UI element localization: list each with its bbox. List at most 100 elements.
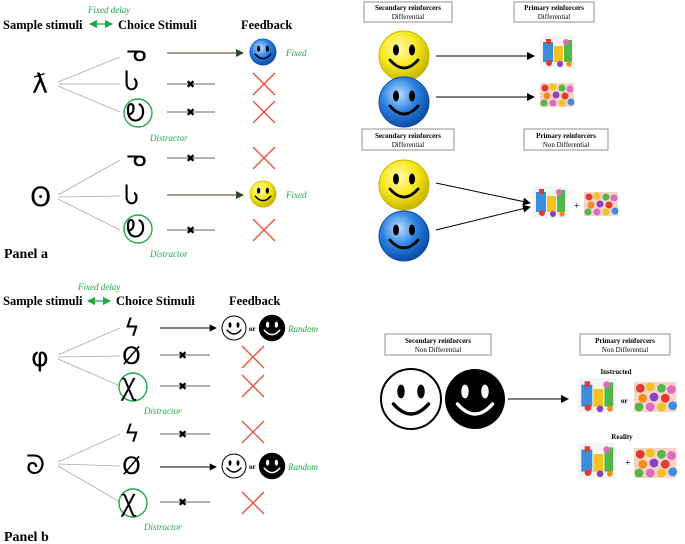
cross-icon: ✖ bbox=[178, 380, 187, 393]
panel-b: Fixed delay Sample stimuli Choice Stimul… bbox=[3, 282, 318, 544]
panel-a-choice-2: Ⴑ bbox=[124, 68, 139, 96]
rb-primary-title: Primary reinforcers bbox=[595, 337, 655, 345]
reinforcer-arrow bbox=[435, 204, 531, 231]
rb-reality-label: Reality bbox=[611, 433, 633, 441]
yellow-smiley-icon bbox=[378, 30, 430, 82]
panel-b-choice-1: ϟ bbox=[124, 314, 140, 342]
fan-line bbox=[57, 56, 121, 83]
white-smiley-icon bbox=[221, 315, 247, 341]
right-top-schema: Secondary reinforcers Differential Prima… bbox=[363, 1, 595, 128]
primary-box bbox=[579, 333, 671, 356]
panel-b-sample-1: φ bbox=[31, 342, 49, 373]
panel-a-feedback-header: Feedback bbox=[241, 18, 292, 32]
toys-image-icon bbox=[533, 186, 567, 218]
distractor-circle bbox=[118, 488, 148, 518]
rt-secondary-sub: Differential bbox=[392, 13, 425, 21]
secondary-box bbox=[361, 128, 455, 151]
red-x-icon bbox=[241, 345, 265, 369]
red-x-icon bbox=[252, 218, 276, 242]
rm-primary-sub: Non Differential bbox=[543, 141, 589, 149]
black-smiley-icon bbox=[258, 452, 286, 480]
primary-box bbox=[513, 1, 595, 23]
right-bottom-schema: Secondary reinforcers Non Differential P… bbox=[380, 333, 678, 479]
distractor-circle bbox=[123, 214, 153, 244]
rt-secondary-title: Secondary reinforcers bbox=[375, 4, 441, 12]
rb-secondary-sub: Non Differential bbox=[415, 346, 461, 354]
reinforcer-arrow bbox=[435, 182, 531, 206]
panel-b-sample-2: ᘐ bbox=[26, 450, 45, 481]
rb-or: or bbox=[621, 397, 628, 405]
black-smiley-icon bbox=[258, 314, 286, 342]
rb-primary-sub: Non Differential bbox=[602, 346, 648, 354]
rt-primary-sub: Differential bbox=[538, 13, 571, 21]
cross-icon: ✖ bbox=[186, 152, 195, 165]
toys-image-icon bbox=[578, 378, 616, 414]
panel-b-choice-4: ϟ bbox=[124, 420, 140, 448]
toys-image-icon bbox=[578, 443, 616, 479]
panel-b-outcome-1: Random bbox=[287, 324, 318, 334]
fan-line bbox=[57, 159, 121, 196]
fan-line bbox=[57, 195, 121, 198]
panel-b-sample-header: Sample stimuli bbox=[3, 294, 83, 308]
panel-a: Fixed delay Sample stimuli Choice Stimul… bbox=[3, 5, 307, 262]
rm-primary-title: Primary reinforcers bbox=[536, 132, 596, 140]
panel-a-label: Panel a bbox=[4, 247, 48, 262]
secondary-box bbox=[384, 333, 492, 356]
rm-plus: + bbox=[574, 201, 580, 212]
panel-b-outcome-2: Random bbox=[287, 462, 318, 472]
candy-image-icon bbox=[634, 448, 678, 478]
panel-a-delay-label: Fixed delay bbox=[87, 5, 130, 15]
cross-icon: ✖ bbox=[186, 106, 195, 119]
rb-instructed-label: Instructed bbox=[600, 368, 631, 376]
rm-secondary-sub: Differential bbox=[392, 141, 425, 149]
cross-icon: ✖ bbox=[178, 496, 187, 509]
fan-line bbox=[57, 327, 121, 356]
white-smiley-icon bbox=[380, 368, 442, 430]
secondary-box bbox=[363, 1, 453, 23]
panel-b-feedback-header: Feedback bbox=[229, 294, 280, 308]
right-middle-schema: Secondary reinforcers Differential Prima… bbox=[361, 128, 619, 262]
panel-b-or-1: or bbox=[249, 325, 256, 333]
candy-image-icon bbox=[540, 83, 575, 107]
panel-a-outcome-2: Fixed bbox=[285, 190, 307, 200]
panel-b-distractor-label-1: Distractor bbox=[143, 406, 182, 416]
panel-a-sample-header: Sample stimuli bbox=[3, 18, 83, 32]
panel-a-sample-1: ƛ bbox=[32, 69, 48, 100]
yellow-smiley-icon bbox=[378, 159, 430, 211]
panel-a-distractor-label-2: Distractor bbox=[149, 249, 188, 259]
panel-a-choice-4: ᓀ bbox=[126, 144, 146, 172]
panel-b-or-2: or bbox=[249, 463, 256, 471]
panel-b-choice-5: Ø bbox=[122, 452, 141, 480]
black-smiley-icon bbox=[445, 369, 505, 429]
cross-icon: ✖ bbox=[186, 78, 195, 91]
panel-a-outcome-1: Fixed bbox=[285, 48, 307, 58]
cross-icon: ✖ bbox=[178, 428, 187, 441]
red-x-icon bbox=[241, 374, 265, 398]
panel-a-distractor-label-1: Distractor bbox=[149, 133, 188, 143]
white-smiley-icon bbox=[221, 453, 247, 479]
rb-secondary-title: Secondary reinforcers bbox=[405, 337, 471, 345]
panel-b-distractor-label-2: Distractor bbox=[143, 522, 182, 532]
primary-box bbox=[523, 128, 609, 151]
fan-line bbox=[57, 433, 121, 463]
red-x-icon bbox=[252, 72, 276, 96]
fan-line bbox=[57, 465, 121, 503]
red-x-icon bbox=[252, 100, 276, 124]
rb-plus: + bbox=[625, 458, 631, 469]
toys-image-icon bbox=[540, 36, 574, 68]
panel-b-choice-header: Choice Stimuli bbox=[116, 294, 195, 308]
blue-smiley-icon bbox=[378, 76, 430, 128]
blue-smiley-icon bbox=[378, 210, 430, 262]
panel-b-label: Panel b bbox=[4, 530, 49, 544]
panel-a-choice-6: Ꭷ bbox=[126, 215, 145, 243]
red-x-icon bbox=[252, 146, 276, 170]
cross-icon: ✖ bbox=[178, 349, 187, 362]
fan-line bbox=[57, 85, 121, 113]
rm-secondary-title: Secondary reinforcers bbox=[375, 132, 441, 140]
panel-a-choice-header: Choice Stimuli bbox=[118, 18, 197, 32]
panel-a-choice-5: Ⴑ bbox=[124, 182, 139, 210]
candy-image-icon bbox=[584, 192, 619, 216]
panel-b-delay-label: Fixed delay bbox=[77, 282, 120, 292]
yellow-smiley-icon bbox=[249, 180, 277, 208]
fan-line bbox=[57, 198, 121, 231]
